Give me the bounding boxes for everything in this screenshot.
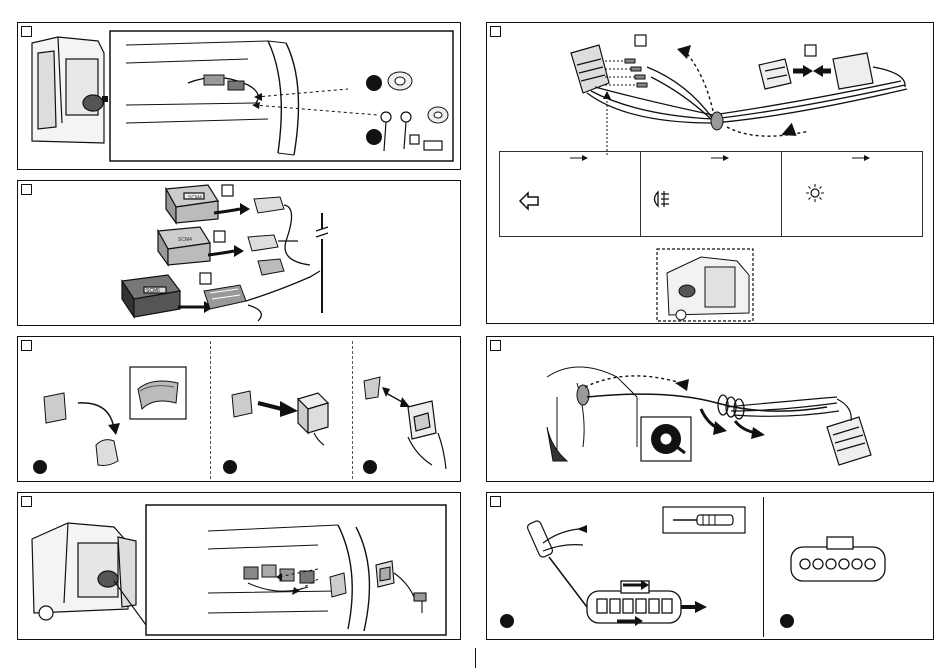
module-label-1: SCM4: [188, 195, 202, 201]
multi-pin-connector-icon: [587, 581, 681, 623]
turn-signal-arrow-icon: [518, 190, 540, 212]
sub-marker-7a: [500, 614, 514, 628]
step-5-panel: [486, 22, 934, 324]
pad-square-icon: [232, 391, 252, 417]
ref-box-5a: [635, 35, 646, 46]
arrow-right-1: [240, 203, 250, 215]
step-1-panel: [17, 22, 461, 170]
pad-peel-small-icon: [364, 377, 380, 399]
arrow-right-2: [234, 245, 244, 257]
legend-arrow-2: [711, 154, 729, 162]
ref-box-a: [410, 135, 419, 144]
sub-marker-3: [363, 460, 377, 474]
marker-b: [366, 129, 382, 145]
step-2-panel: SCM4 SCM4 SCM6: [17, 180, 461, 326]
harness-wire-a: [587, 89, 907, 123]
legend-cell-reverse-light: [782, 152, 922, 236]
van-rear-icon: [32, 37, 104, 143]
legend-arrow-1: [570, 154, 588, 162]
module-mounted-icon: [408, 401, 446, 469]
step-3-illustration: [18, 337, 462, 483]
rear-fog-light-icon: [649, 188, 671, 210]
step-3-panel: [17, 336, 461, 482]
light-socket-icon: [571, 45, 609, 93]
step-6-panel: [486, 336, 934, 482]
grommet-icon: [711, 112, 723, 130]
ring-terminal-icon: [381, 112, 411, 151]
nut-icon-2: [428, 107, 448, 123]
step-7-panel: [486, 492, 934, 640]
harness-connector-icon: [827, 417, 871, 465]
arrow-wrap-down: [713, 421, 727, 435]
dotted-arrow-2: [254, 105, 378, 115]
step-2-illustration: SCM4 SCM4 SCM6: [18, 181, 462, 327]
tailgate-detail-icon: [126, 41, 299, 155]
connector-plug-3: [258, 259, 284, 275]
sub-marker-1: [33, 460, 47, 474]
reverse-light-icon: [804, 182, 826, 204]
tailgate-inner-detail-icon: [208, 525, 369, 631]
connector-plug-2: [248, 235, 278, 251]
module-box-icon: [298, 393, 328, 445]
arrow-wrap-right: [751, 427, 765, 439]
adhesive-pad-icon: [44, 393, 66, 423]
connector-female-icon: [833, 53, 873, 89]
module-with-connector-icon: [376, 561, 426, 613]
dotted-arrow-1: [256, 89, 348, 97]
ref-box-5b: [805, 45, 816, 56]
arrow-connect-right: [803, 65, 813, 77]
dotted-arrow-back: [779, 123, 797, 141]
module-scm4-top-icon: [166, 185, 218, 223]
connector-male-icon: [759, 59, 791, 89]
step-4-panel: [17, 492, 461, 640]
dotted-arrow-route: [675, 379, 689, 391]
harness-wire-1: [284, 205, 310, 265]
van-rear-open-icon: [32, 523, 136, 620]
page-center-mark: [475, 648, 476, 668]
arrow-attach: [280, 401, 298, 417]
ref-box-2b: [214, 231, 225, 242]
step-4-detail-frame: [146, 505, 446, 635]
nut-icon: [388, 72, 412, 90]
sub-marker-7b: [780, 614, 794, 628]
step-1-illustration: [18, 23, 462, 171]
legend-cell-turn-signal: [500, 152, 641, 236]
connector-reassembled-icon: [791, 537, 885, 581]
van-thumbnail-icon: [667, 257, 749, 320]
arrow-connect-left: [813, 65, 823, 77]
step-7-illustration: [487, 493, 935, 641]
body-panel-icon: [547, 367, 637, 461]
module-label-2: SCM4: [178, 237, 192, 243]
step-6-illustration: [487, 337, 935, 483]
ref-box-2a: [222, 185, 233, 196]
legend-cell-fog-light: [641, 152, 782, 236]
peeled-pad-icon: [96, 440, 118, 466]
module-scm6-bottom-icon: [122, 275, 180, 317]
module-label-3: SCM6: [146, 288, 160, 294]
sub-marker-2: [223, 460, 237, 474]
module-scm4-mid-icon: [158, 227, 210, 265]
dotted-arrow-up: [677, 45, 691, 59]
bullet-connectors-icon: [625, 59, 647, 87]
function-legend-table: [499, 151, 923, 237]
connector-plug-1: [254, 197, 284, 213]
step-4-illustration: [18, 493, 462, 641]
marker-a: [366, 75, 382, 91]
legend-arrow-3: [852, 154, 870, 162]
connector-plug-4: [204, 285, 246, 309]
module-mounted-small-icon: [330, 573, 346, 597]
ref-box-b: [424, 141, 442, 150]
ref-box-2c: [200, 273, 211, 284]
arrow-pull-out: [695, 601, 707, 613]
